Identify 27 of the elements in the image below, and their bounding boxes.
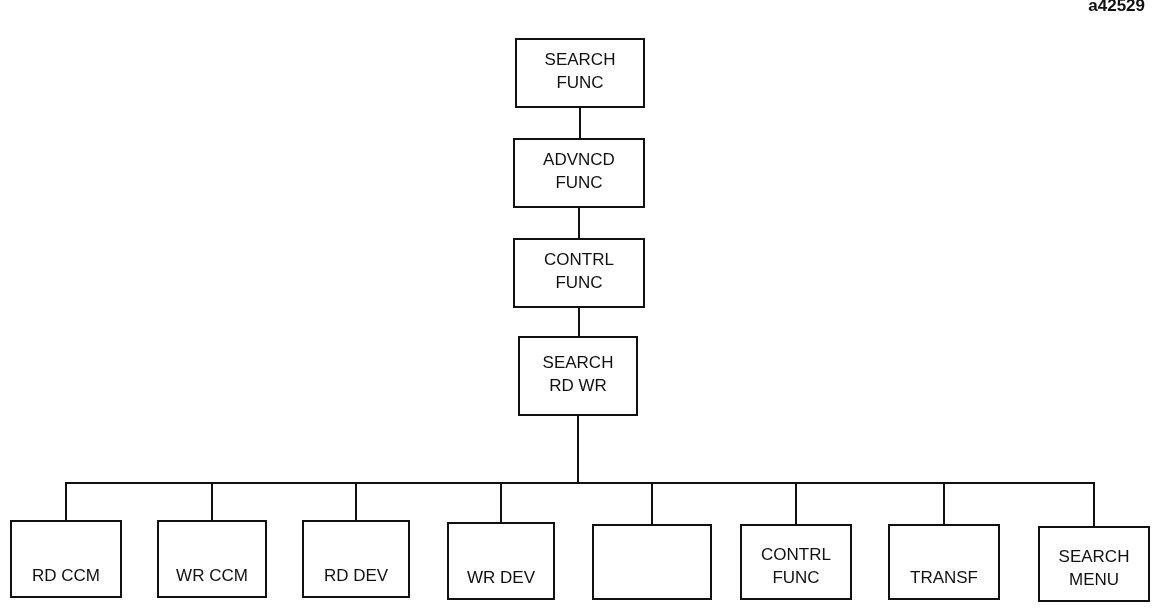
figure-number: a42529 xyxy=(1088,0,1145,16)
box-label: RD CCM xyxy=(32,565,100,588)
process-box xyxy=(513,138,645,208)
process-box xyxy=(157,520,267,598)
process-box xyxy=(302,520,410,598)
process-box xyxy=(10,520,122,598)
process-box xyxy=(447,522,555,600)
process-box xyxy=(888,524,1000,600)
box-label: WR DEV xyxy=(467,567,535,590)
empty-box xyxy=(592,524,712,600)
box-label: ADVNCD FUNC xyxy=(542,149,616,194)
process-box xyxy=(513,238,645,308)
box-label: CONTRL FUNC xyxy=(760,544,832,590)
process-box xyxy=(518,336,638,416)
connector-line xyxy=(579,107,581,139)
connector-line xyxy=(578,307,580,337)
process-box xyxy=(515,38,645,108)
box-label: RD DEV xyxy=(323,565,389,588)
connector-line xyxy=(578,207,580,239)
box-label: CONTRL FUNC xyxy=(543,249,615,294)
box-label: WR CCM xyxy=(176,565,248,588)
box-label: TRANSF xyxy=(910,567,978,590)
process-box xyxy=(740,524,852,600)
box-label: SEARCH FUNC xyxy=(543,49,617,94)
box-label: SEARCH MENU xyxy=(1057,546,1131,592)
box-label: SEARCH RD WR xyxy=(541,352,615,397)
process-box xyxy=(1038,526,1150,602)
